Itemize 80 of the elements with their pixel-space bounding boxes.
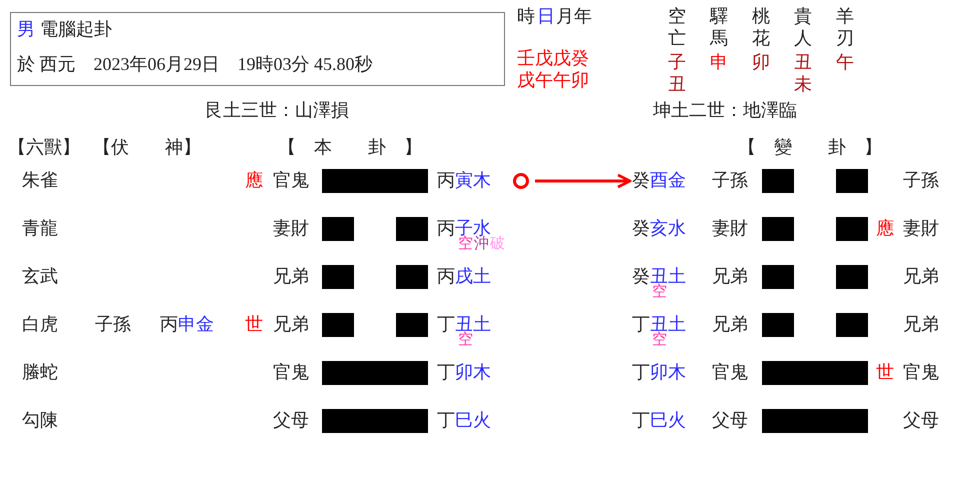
label-text: 螣蛇: [22, 362, 58, 384]
label-text: 兄弟: [903, 314, 939, 336]
label-text: 世: [876, 362, 894, 384]
label-text: 丙: [160, 314, 178, 336]
label-text: 日: [537, 6, 555, 28]
label-text: 癸: [632, 266, 650, 288]
label-text: 丁: [437, 314, 455, 336]
label-text: 妻財: [273, 218, 309, 240]
label-text: 玄武: [22, 266, 58, 288]
label-text: 青龍: [22, 218, 58, 240]
label-text: 子孫: [95, 314, 131, 336]
info-box: [10, 12, 505, 86]
label-text: 兄弟: [273, 314, 309, 336]
label-text: 寅木: [455, 170, 491, 192]
label-text: 亥水: [650, 218, 686, 240]
label-text: 艮土三世：山澤損: [205, 100, 349, 122]
label-text: 父母: [712, 410, 748, 432]
label-text: 【六獸】: [8, 137, 80, 159]
label-text: 官鬼: [903, 362, 939, 384]
arrow: [535, 174, 632, 188]
label-text: 兄弟: [273, 266, 309, 288]
label-text: 世: [245, 314, 263, 336]
label-text: 申: [710, 52, 728, 74]
label-text: 【伏 神】: [93, 137, 201, 159]
label-text: 丑未: [794, 52, 813, 96]
label-text: 羊刃: [836, 6, 855, 50]
label-text: 空亡: [668, 6, 687, 50]
label-text: 應: [245, 170, 263, 192]
label-text: 丙: [437, 170, 455, 192]
label-text: 坤土二世：地澤臨: [653, 100, 797, 122]
label-text: 桃花: [752, 6, 771, 50]
gender-text: 男: [17, 19, 35, 40]
label-text: 官鬼: [273, 362, 309, 384]
label-text: 子孫: [903, 170, 939, 192]
label-text: 父母: [903, 410, 939, 432]
label-text: 巳火: [455, 410, 491, 432]
label-text: 丁: [632, 362, 650, 384]
label-text: 戌午午卯: [517, 70, 589, 92]
label-text: 兄弟: [712, 266, 748, 288]
label-text: 丙: [437, 218, 455, 240]
label-text: 巳火: [650, 410, 686, 432]
label-text: 時: [517, 6, 535, 28]
label-text: 壬戊戊癸: [517, 48, 589, 70]
stem-branch-text: 酉金: [650, 170, 686, 191]
label-text: 應: [876, 218, 894, 240]
stem-branch-text: 癸: [632, 170, 650, 191]
label-text: 丁: [437, 362, 455, 384]
label-text: 卯木: [650, 362, 686, 384]
label-text: 【 變 卦 】: [738, 137, 882, 159]
label-text: 妻財: [712, 218, 748, 240]
moving-line-circle: [513, 173, 529, 189]
label-text: 父母: [273, 410, 309, 432]
label-text: 驛馬: [710, 6, 729, 50]
label-text: 破: [490, 235, 505, 252]
date-text: 於 西元 2023年06月29日 19時03分 45.80秒: [17, 53, 372, 75]
label-text: 勾陳: [22, 410, 58, 432]
label-text: 子孫: [712, 170, 748, 192]
label-text: 白虎: [22, 314, 58, 336]
label-text: 兄弟: [712, 314, 748, 336]
label-text: 午: [836, 52, 854, 74]
label-text: 沖: [474, 235, 489, 252]
label-text: 子丑: [668, 52, 687, 96]
label-text: 丙: [437, 266, 455, 288]
label-text: 月年: [556, 6, 592, 28]
label-text: 申金: [178, 314, 214, 336]
label-text: 【 本 卦 】: [278, 137, 422, 159]
label-text: 卯木: [455, 362, 491, 384]
label-text: 妻財: [903, 218, 939, 240]
label-text: 卯: [752, 52, 770, 74]
label-text: 丁: [632, 314, 650, 336]
label-text: 官鬼: [273, 170, 309, 192]
label-text: 兄弟: [903, 266, 939, 288]
label-text: 官鬼: [712, 362, 748, 384]
label-text: 癸: [632, 218, 650, 240]
label-text: 戌土: [455, 266, 491, 288]
label-text: 丁: [632, 410, 650, 432]
label-text: 丁: [437, 410, 455, 432]
label-text: 朱雀: [22, 170, 58, 192]
label-text: 貴人: [794, 6, 813, 50]
title-text: 電腦起卦: [40, 19, 112, 40]
